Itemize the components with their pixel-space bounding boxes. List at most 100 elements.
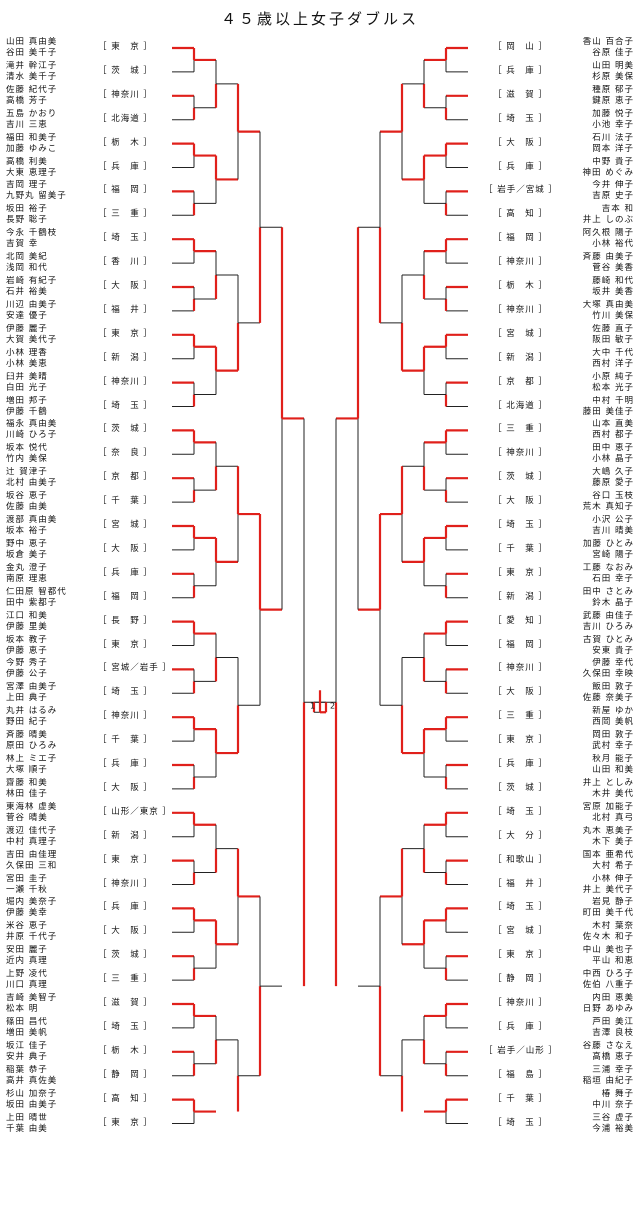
left-pair-entry: 辻 賀津子北村 由美子［ 京 都 ］: [6, 466, 176, 490]
prefecture-label: ［ 新 潟 ］: [98, 352, 153, 363]
prefecture-label: ［ 兵 庫 ］: [493, 1021, 548, 1032]
pair-names: 谷藤 さなえ高橋 恵子: [548, 1041, 634, 1063]
left-pair-entry: 高橋 利美大東 恵理子［ 兵 庫 ］: [6, 156, 176, 180]
pair-names: 宮原 加能子北村 真弓: [548, 802, 634, 824]
pair-names: 木村 葉奈佐々木 和子: [548, 921, 634, 943]
pair-names: 篠田 昌代増田 美帆: [6, 1017, 92, 1039]
player-name: 稲垣 由紀子: [582, 1075, 634, 1086]
player-name: 鈴木 晶子: [592, 597, 634, 608]
player-name: 中山 美也子: [582, 945, 634, 956]
right-pair-entry: 中山 美也子平山 和恵［ 東 京 ］: [464, 944, 634, 968]
right-pair-entry: 佐藤 直子阪田 敏子［ 宮 城 ］: [464, 323, 634, 347]
pair-names: 芦田 美江吉澤 良枝: [548, 1017, 634, 1039]
player-name: 谷口 玉枝: [592, 491, 634, 502]
player-name: 西岡 美帆: [592, 717, 634, 728]
left-pair-entry: 岩崎 有紀子石井 裕美［ 大 阪 ］: [6, 275, 176, 299]
prefecture-label: ［ 神奈川 ］: [493, 998, 548, 1008]
player-name: 井原 千代子: [6, 932, 58, 943]
left-pair-entry: 川辺 由美子安達 優子［ 福 井 ］: [6, 299, 176, 323]
player-name: 南原 理恵: [6, 573, 48, 584]
left-pair-entry: 佐藤 紀代子高橋 芳子［ 神奈川 ］: [6, 84, 176, 108]
player-name: 宮田 圭子: [6, 873, 48, 884]
prefecture-label: ［ 岩手／山形 ］: [484, 1045, 558, 1056]
right-pair-entry: 斉藤 由美子菅谷 美香［ 神奈川 ］: [464, 251, 634, 275]
pair-names: 工藤 なおみ石田 幸子: [548, 563, 634, 585]
prefecture-label: ［ 福 井 ］: [493, 878, 548, 889]
player-name: 仁田原 智都代: [6, 586, 67, 597]
player-name: 岩崎 有紀子: [6, 276, 58, 286]
left-pair-entry: 宮澤 由美子上田 典子［ 埼 玉 ］: [6, 681, 176, 705]
player-name: 宮崎 陽子: [592, 549, 634, 560]
prefecture-label: ［ 大 阪 ］: [493, 137, 548, 148]
pair-names: 武藤 由佳子吉川 ひろみ: [548, 611, 634, 633]
prefecture-label: ［ 千 葉 ］: [493, 1093, 548, 1104]
prefecture-label: ［ 埼 玉 ］: [98, 1021, 153, 1032]
left-pair-entry: 江口 和美伊藤 里美［ 長 野 ］: [6, 610, 176, 634]
prefecture-label: ［ 愛 知 ］: [493, 615, 548, 626]
player-name: 伊藤 里美: [6, 621, 48, 632]
player-name: 坂田 裕子: [6, 204, 48, 215]
pair-names: 秋月 能子山田 和美: [548, 754, 634, 776]
final-score: 2: [330, 701, 335, 710]
left-pair-entry: 齋藤 和美林田 佳子［ 大 阪 ］: [6, 777, 176, 801]
prefecture-label: ［ 和歌山 ］: [493, 854, 548, 865]
prefecture-label: ［ 山形／東京 ］: [98, 806, 172, 817]
left-pair-entry: 吉岡 理子九野丸 留美子［ 福 岡 ］: [6, 179, 176, 203]
prefecture-label: ［ 神奈川 ］: [493, 663, 548, 674]
pair-names: 加藤 ひとみ宮崎 陽子: [548, 539, 634, 561]
prefecture-label: ［ 東 京 ］: [493, 567, 548, 578]
player-name: 川口 真理: [6, 980, 48, 991]
left-pair-entry: 坂本 悦代竹内 美保［ 奈 良 ］: [6, 442, 176, 466]
player-name: 平山 和恵: [592, 956, 634, 967]
player-name: 原田 ひろみ: [6, 741, 58, 752]
player-name: 石田 幸子: [592, 573, 634, 584]
pair-names: 坂本 悦代竹内 美保: [6, 443, 92, 465]
prefecture-label: ［ 京 都 ］: [98, 472, 153, 483]
player-name: 伊藤 幸代: [592, 658, 634, 669]
pair-names: 今野 秀子伊藤 公子: [6, 658, 92, 680]
player-name: 中村 真理子: [6, 836, 58, 847]
player-name: 千葉 由美: [6, 1123, 48, 1134]
prefecture-label: ［ 埼 玉 ］: [493, 113, 548, 124]
pair-names: 丸井 はるみ野田 紀子: [6, 706, 92, 728]
left-pair-entry: 増田 邦子伊藤 千鶴［ 埼 玉 ］: [6, 395, 176, 419]
player-name: 阪田 敏子: [592, 334, 634, 345]
player-name: 今永 千鶴枝: [6, 228, 58, 239]
prefecture-label: ［ 神奈川 ］: [98, 89, 153, 100]
player-name: 加藤 ひとみ: [583, 538, 634, 549]
pair-names: 臼井 美晴白田 光子: [6, 372, 92, 394]
player-name: 白田 光子: [6, 382, 48, 393]
pair-names: 坂谷 恵子佐藤 由美: [6, 491, 92, 513]
player-name: 清水 美千子: [6, 71, 58, 82]
right-pair-entry: 岩見 静子町田 美千代［ 埼 玉 ］: [464, 896, 634, 920]
prefecture-label: ［ 兵 庫 ］: [98, 759, 153, 769]
prefecture-label: ［ 大 阪 ］: [98, 281, 153, 291]
player-name: 神田 めぐみ: [582, 167, 634, 178]
pair-names: 阿久根 陽子小林 裕代: [548, 228, 634, 250]
prefecture-label: ［ 北海道 ］: [493, 400, 548, 411]
pair-names: 中村 千明藤田 美佳子: [548, 396, 634, 418]
player-name: 古賀 ひとみ: [583, 634, 634, 645]
pair-names: 加藤 悦子小池 幸子: [548, 109, 634, 131]
left-pair-entry: 堀内 美奈子伊藤 美幸［ 兵 庫 ］: [6, 896, 176, 920]
pair-names: 田中 さとみ鈴木 晶子: [548, 587, 634, 609]
prefecture-label: ［ 静 岡 ］: [493, 974, 548, 985]
pair-names: 国本 亜希代大村 希子: [548, 850, 634, 872]
prefecture-label: ［ 埼 玉 ］: [493, 902, 548, 913]
player-name: 木下 美子: [592, 836, 634, 847]
player-name: 大賀 美代子: [6, 334, 58, 345]
prefecture-label: ［ 滋 賀 ］: [98, 998, 153, 1008]
left-pair-entry: 東海林 虚美菅谷 晴美［ 山形／東京 ］: [6, 801, 176, 825]
prefecture-label: ［ 東 京 ］: [98, 854, 153, 865]
player-name: 西村 都子: [592, 430, 634, 441]
player-name: 小林 美恵: [6, 358, 48, 369]
player-name: 坂江 佳子: [6, 1040, 48, 1051]
prefecture-label: ［ 栃 木 ］: [98, 1045, 153, 1056]
prefecture-label: ［ 岩手／宮城 ］: [484, 185, 558, 196]
pair-names: 吉岡 理子九野丸 留美子: [6, 180, 92, 202]
player-name: 堀内 美奈子: [6, 897, 58, 908]
pair-names: 三谷 虚子今浦 裕美: [548, 1113, 634, 1135]
player-name: 石川 法子: [592, 132, 634, 143]
left-pair-entry: 米谷 恵子井原 千代子［ 大 阪 ］: [6, 920, 176, 944]
prefecture-label: ［ 兵 庫 ］: [493, 65, 548, 76]
